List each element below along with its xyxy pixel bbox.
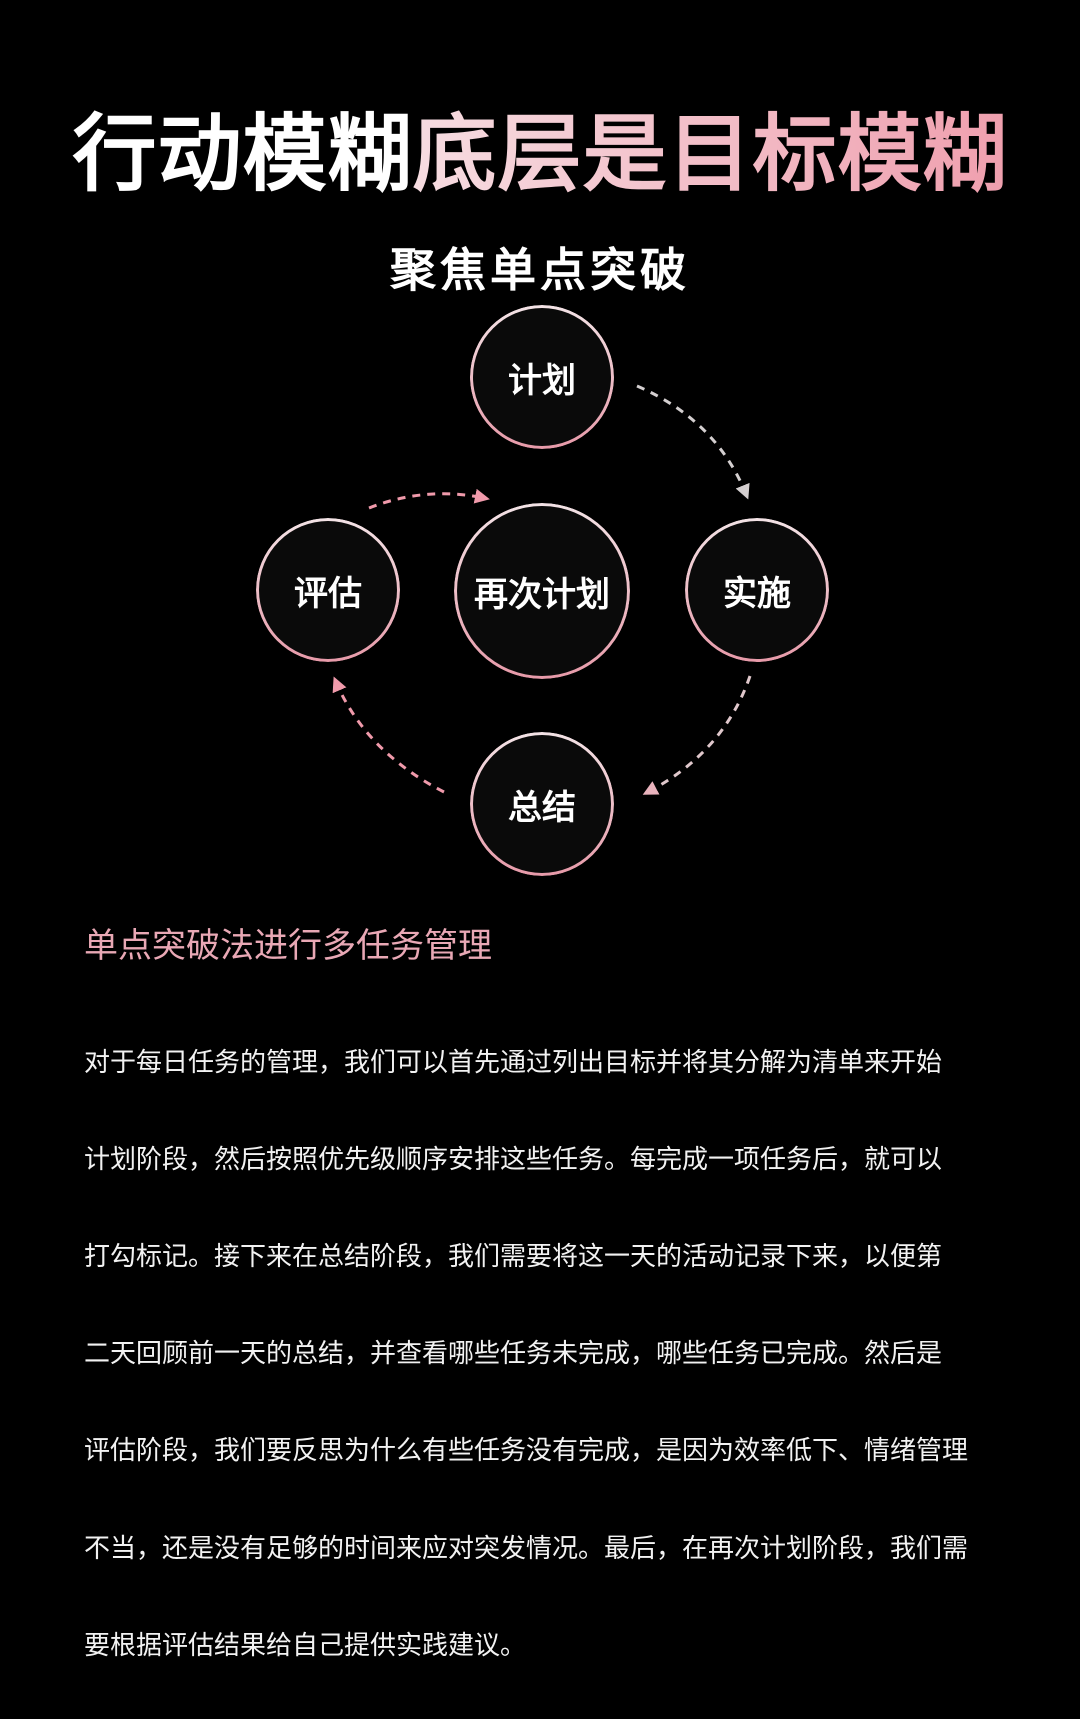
body-line: 评估阶段，我们要反思为什么有些任务没有完成，是因为效率低下、情绪管理 — [84, 1436, 969, 1467]
headline: 行动模糊底层是目标模糊 — [0, 108, 1080, 200]
node-replan-label: 再次计划 — [474, 574, 610, 615]
headline-part-pink: 底层是目标模糊 — [412, 105, 1008, 203]
node-replan: 再次计划 — [454, 503, 630, 679]
arrow-implement-to-summarize — [642, 675, 752, 795]
body-line: 不当，还是没有足够的时间来应对突发情况。最后，在再次计划阶段，我们需 — [84, 1533, 969, 1564]
cycle-diagram: 计划 实施 总结 评估 再次计划 — [0, 0, 1080, 1443]
body-line: 二天回顾前一天的总结，并查看哪些任务未完成，哪些任务已完成。然后是 — [84, 1339, 943, 1370]
node-evaluate-label: 评估 — [294, 573, 362, 614]
arrow-plan-to-implement — [636, 384, 750, 500]
body-line: 要根据评估结果给自己提供实践建议。 — [84, 1630, 527, 1661]
body-line: 打勾标记。接下来在总结阶段，我们需要将这一天的活动记录下来，以便第 — [84, 1241, 943, 1272]
headline-part-white: 行动模糊 — [72, 105, 413, 203]
subtitle: 聚焦单点突破 — [390, 243, 690, 297]
section-heading: 单点突破法进行多任务管理 — [84, 926, 492, 966]
body-paragraph: 对于每日任务的管理，我们可以首先通过列出目标并将其分解为清单来开始 计划阶段，然… — [84, 990, 1044, 1719]
cycle-arrows — [332, 384, 752, 795]
body-line: 对于每日任务的管理，我们可以首先通过列出目标并将其分解为清单来开始 — [84, 1047, 943, 1078]
node-plan-label: 计划 — [508, 360, 576, 401]
node-implement: 实施 — [685, 518, 829, 662]
node-evaluate: 评估 — [256, 518, 400, 662]
node-plan: 计划 — [470, 305, 614, 449]
node-summarize-label: 总结 — [508, 787, 576, 828]
node-summarize: 总结 — [470, 732, 614, 876]
node-implement-label: 实施 — [723, 573, 791, 614]
arrow-summarize-to-evaluate — [332, 676, 445, 794]
arrow-evaluate-to-replan — [368, 488, 490, 510]
body-line: 计划阶段，然后按照优先级顺序安排这些任务。每完成一项任务后，就可以 — [84, 1144, 943, 1175]
